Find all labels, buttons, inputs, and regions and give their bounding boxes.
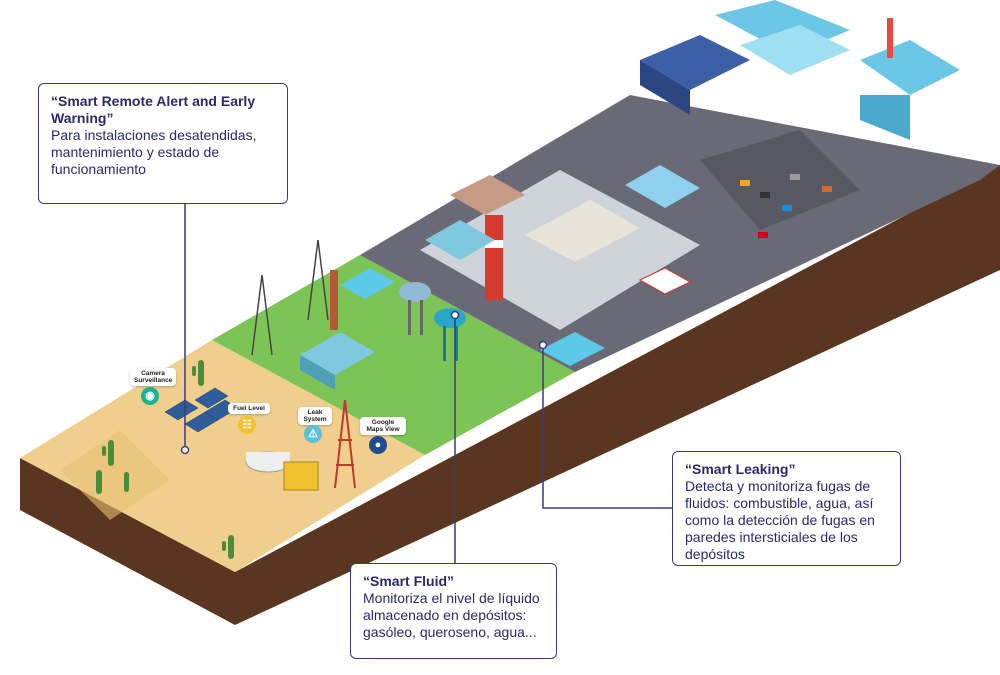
grass-zone bbox=[212, 255, 575, 455]
connector-smart-leaking bbox=[542, 345, 672, 509]
callout-smart-fluid: “Smart Fluid” Monitoriza el nivel de líq… bbox=[350, 563, 557, 659]
callout-description: Detecta y monitoriza fugas de fluidos: c… bbox=[685, 478, 875, 562]
chimney-red bbox=[485, 215, 503, 300]
fuel-tank-cylinder bbox=[245, 451, 291, 473]
water-pool-2 bbox=[540, 332, 605, 366]
chimney-band bbox=[485, 240, 503, 248]
factory-chimney bbox=[887, 18, 893, 58]
callout-smart-remote-alert: “Smart Remote Alert and Early Warning” P… bbox=[38, 83, 288, 204]
fuel-level-label: Fuel Level bbox=[228, 403, 270, 414]
callout-title: “Smart Fluid” bbox=[363, 573, 455, 589]
cactus-group bbox=[96, 360, 234, 559]
camera-icon[interactable]: ◉ bbox=[141, 387, 159, 405]
warning-icon[interactable]: ⚠ bbox=[304, 425, 322, 443]
camera-surveillance-label: Camera Surveillance bbox=[130, 368, 176, 386]
power-pylons bbox=[251, 239, 329, 356]
leak-system-label: Leak System bbox=[298, 407, 332, 425]
desert-zone bbox=[20, 340, 425, 572]
fuel-gauge-icon[interactable]: ☷ bbox=[238, 416, 256, 434]
callout-smart-leaking: “Smart Leaking” Detecta y monitoriza fug… bbox=[672, 451, 901, 566]
parked-cars bbox=[740, 174, 832, 238]
communication-tower bbox=[334, 399, 356, 489]
water-pool bbox=[340, 268, 395, 299]
desert-dune bbox=[60, 430, 170, 520]
generator-box bbox=[283, 461, 319, 491]
parking-zone bbox=[700, 130, 860, 230]
callout-connectors bbox=[184, 203, 672, 563]
callout-title: “Smart Remote Alert and Early Warning” bbox=[51, 93, 256, 126]
google-maps-view-label: Google Maps View bbox=[360, 417, 406, 435]
callout-description: Para instalaciones desatendidas, manteni… bbox=[51, 127, 257, 177]
map-pin-icon[interactable]: ● bbox=[369, 436, 387, 454]
chimney-brick bbox=[330, 270, 338, 330]
callout-title: “Smart Leaking” bbox=[685, 461, 796, 477]
buildings bbox=[300, 0, 960, 390]
connector-dots bbox=[180, 310, 548, 455]
callout-description: Monitoriza el nivel de líquido almacenad… bbox=[363, 590, 540, 640]
